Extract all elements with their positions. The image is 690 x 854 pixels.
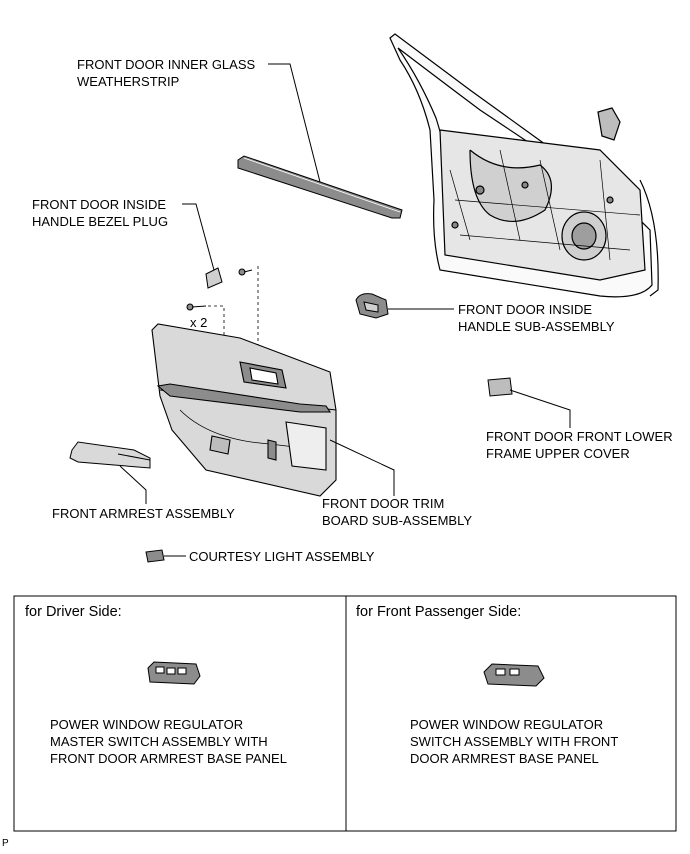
figure-code: P xyxy=(2,838,9,849)
inner-glass-weatherstrip-part xyxy=(237,155,403,219)
leader-armrest xyxy=(119,465,147,504)
label-trim-board-sub-assembly: FRONT DOOR TRIM BOARD SUB-ASSEMBLY xyxy=(322,496,473,528)
label-inside-handle-bezel-plug: FRONT DOOR INSIDE HANDLE BEZEL PLUG xyxy=(32,197,169,229)
door-frame-drawing xyxy=(389,33,659,298)
bezel-plug-part xyxy=(205,267,223,289)
passenger-switch-label: POWER WINDOW REGULATOR SWITCH ASSEMBLY W… xyxy=(410,717,619,766)
screw-part xyxy=(238,268,253,276)
passenger-side-box xyxy=(345,595,677,832)
leader-trim-board xyxy=(329,439,395,496)
inside-handle-part xyxy=(355,293,389,319)
label-screw-count: x 2 xyxy=(190,315,208,330)
lower-frame-cover-part xyxy=(487,377,513,397)
trim-board-part xyxy=(151,323,337,497)
driver-switch-part xyxy=(147,661,201,685)
passenger-switch-part xyxy=(483,663,545,687)
courtesy-light-part xyxy=(145,549,165,563)
label-inner-glass-weatherstrip: FRONT DOOR INNER GLASS WEATHERSTRIP xyxy=(77,57,256,89)
label-courtesy-light-assembly: COURTESY LIGHT ASSEMBLY xyxy=(189,549,375,564)
driver-switch-label: POWER WINDOW REGULATOR MASTER SWITCH ASS… xyxy=(50,717,287,766)
label-armrest-assembly: FRONT ARMREST ASSEMBLY xyxy=(52,506,235,521)
leader-lower-frame-cover xyxy=(509,389,571,428)
label-inside-handle-sub-assembly: FRONT DOOR INSIDE HANDLE SUB-ASSEMBLY xyxy=(458,302,615,334)
passenger-side-title: for Front Passenger Side: xyxy=(356,604,522,620)
clip-part xyxy=(186,303,207,311)
driver-side-title: for Driver Side: xyxy=(25,604,122,620)
leader-bezel-plug xyxy=(182,203,215,271)
leader-weatherstrip xyxy=(268,63,321,183)
driver-side-box xyxy=(13,595,347,832)
label-lower-frame-upper-cover: FRONT DOOR FRONT LOWER FRAME UPPER COVER xyxy=(486,429,673,461)
armrest-part xyxy=(69,441,151,469)
